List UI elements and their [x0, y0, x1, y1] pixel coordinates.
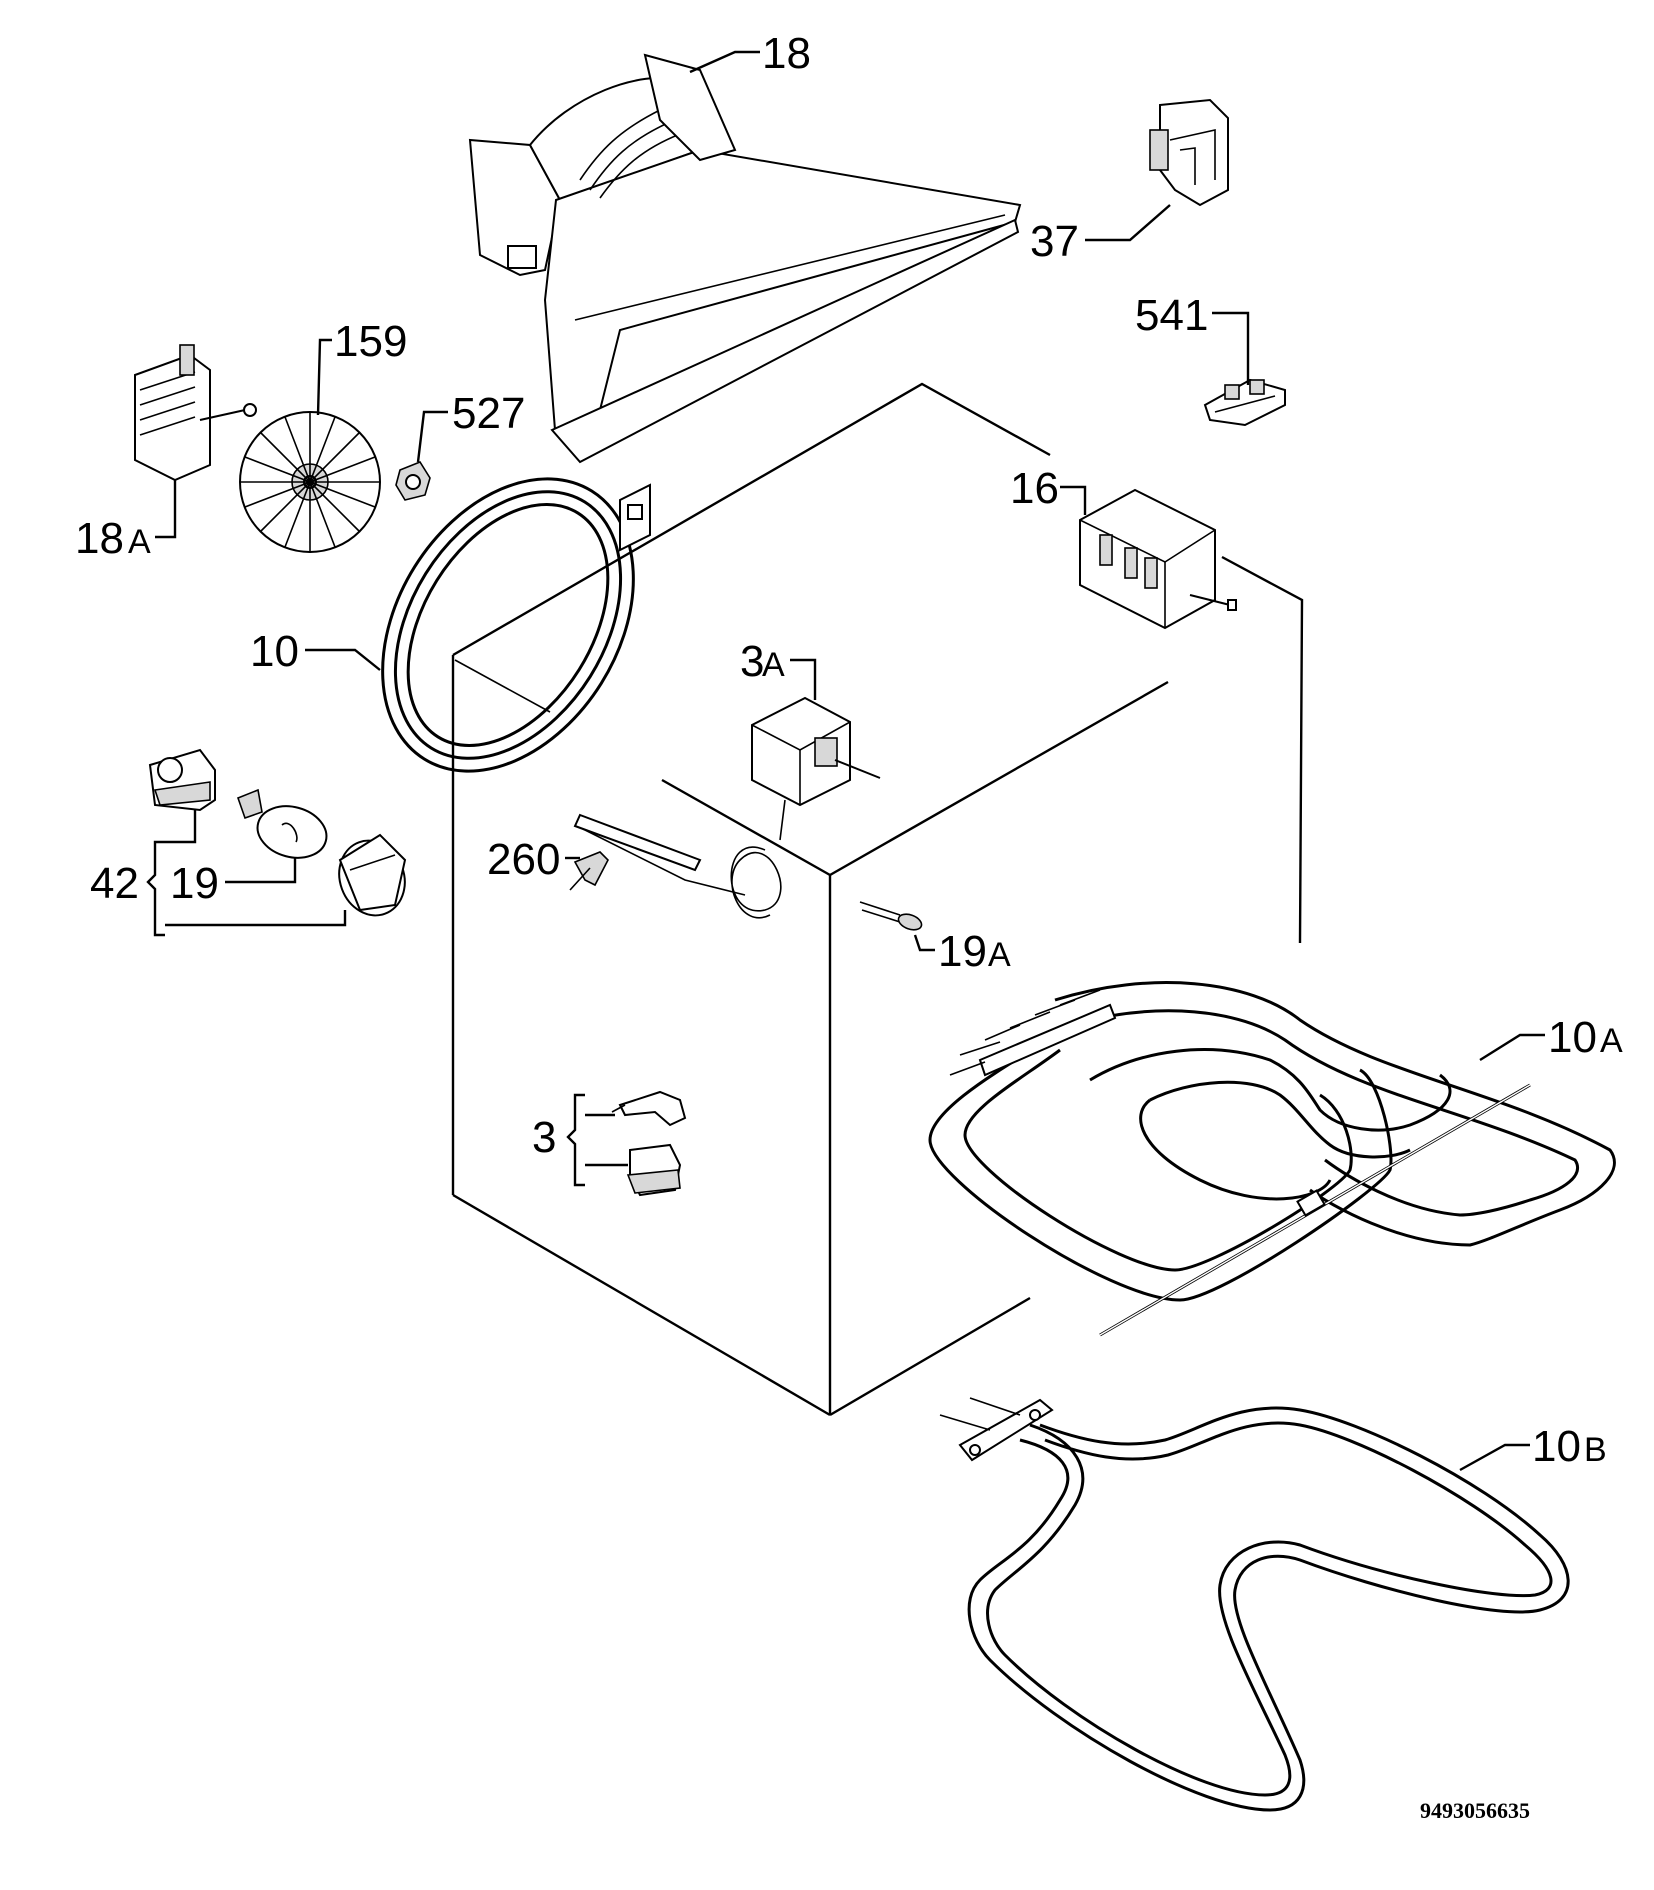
circular-element-10	[381, 477, 651, 773]
label-19A-letter: A	[988, 936, 1011, 974]
fan-motor-18A	[134, 344, 257, 482]
leader-lamp-cover	[165, 910, 347, 927]
leader-37	[1085, 204, 1171, 242]
leader-16	[1060, 485, 1087, 515]
thermostat-3A	[573, 696, 881, 919]
clip-260	[569, 851, 609, 891]
selector-switch-16	[1079, 488, 1237, 630]
label-159: 159	[334, 317, 407, 366]
label-3A-letter: A	[762, 646, 785, 684]
leader-159	[316, 338, 332, 416]
label-10A-num: 10	[1548, 1013, 1597, 1062]
grill-element-10A	[928, 981, 1616, 1337]
label-10B-num: 10	[1532, 1422, 1581, 1471]
label-3A-num: 3	[740, 637, 764, 686]
label-10B-letter: B	[1584, 1431, 1607, 1469]
document-number: 9493056635	[1420, 1798, 1530, 1823]
leader-541	[1212, 311, 1250, 385]
label-37: 37	[1030, 217, 1079, 266]
fan-blade-159	[239, 411, 381, 553]
bottom-element-10B	[939, 1397, 1570, 1812]
label-10: 10	[250, 627, 299, 676]
label-541: 541	[1135, 291, 1208, 340]
leader-10B	[1459, 1443, 1530, 1472]
label-527: 527	[452, 389, 525, 438]
leader-10A	[1479, 1033, 1545, 1062]
label-42: 42	[90, 859, 139, 908]
leader-18A	[155, 480, 177, 539]
lamp-bulb-19	[236, 788, 328, 859]
label-10A-letter: A	[1600, 1022, 1623, 1060]
label-18: 18	[762, 29, 811, 78]
fan-cover-duct	[468, 53, 1022, 464]
label-18A-letter: A	[128, 523, 151, 561]
brace-3	[566, 1093, 585, 1187]
oven-cavity	[451, 382, 1304, 1417]
label-19A-num: 19	[938, 927, 987, 976]
lamp-holder	[148, 748, 216, 812]
nut-527	[395, 461, 431, 501]
leader-19	[225, 858, 297, 884]
switch-37	[1149, 98, 1229, 207]
brace-42	[146, 840, 165, 937]
leader-19A	[913, 934, 935, 952]
connector-541	[1203, 378, 1286, 427]
leader-10	[305, 648, 381, 671]
label-19: 19	[170, 859, 219, 908]
label-16: 16	[1010, 464, 1059, 513]
label-3: 3	[532, 1113, 556, 1162]
leader-lamp-holder	[165, 810, 197, 844]
leader-18	[689, 50, 760, 74]
sensor-19A	[859, 901, 923, 931]
label-260: 260	[487, 835, 560, 884]
leader-527	[416, 410, 448, 463]
thermal-cutout-3	[611, 1090, 687, 1197]
lamp-cover	[338, 833, 407, 917]
leader-3A	[790, 658, 817, 700]
label-18A-num: 18	[75, 514, 124, 563]
